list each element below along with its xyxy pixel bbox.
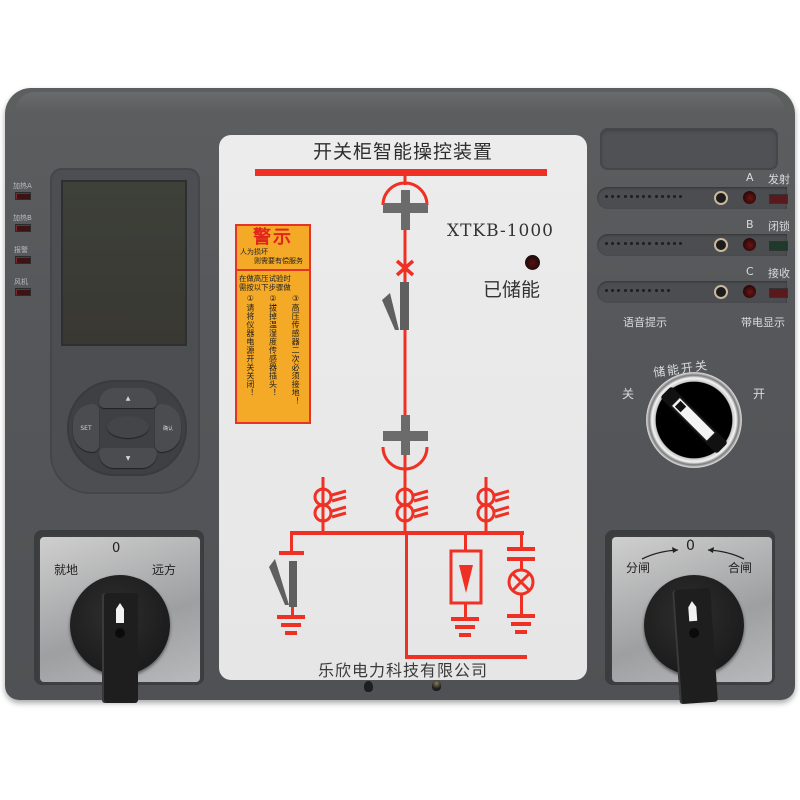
local-remote-handle[interactable] xyxy=(102,593,138,703)
phase-c-label: C xyxy=(746,265,754,278)
phase-b-label: B xyxy=(746,218,754,231)
signal-row-c xyxy=(597,281,788,303)
open-label: 分闸 xyxy=(626,561,651,575)
warning-step-3: ③高压传感器二次必须接地！ xyxy=(291,294,301,406)
led-label-fan: 风机 xyxy=(14,278,28,286)
lcd-screen xyxy=(61,180,187,346)
set-button[interactable]: SET xyxy=(73,404,99,452)
warning-step-1: ①请将仪器电源开关关闭！ xyxy=(245,294,255,397)
test-jack-a[interactable] xyxy=(714,191,728,205)
up-arrow-icon: ▲ xyxy=(125,394,131,402)
reset-screw-icon xyxy=(432,680,441,691)
switchgear-controller-device: 加热A 加热B 报警 风机 ▲ SET 确认 ▼ 开关柜智能操控装置 xyxy=(5,88,795,705)
live-display-label: 带电显示 xyxy=(741,316,785,329)
signal-row-b xyxy=(597,234,788,256)
speaker-grille-icon xyxy=(605,289,670,292)
stored-energy-led-icon xyxy=(525,255,540,270)
warning-body: 在做高压试验时 需按以下步骤做 ①请将仪器电源开关关闭！ ②拔掉温湿度传感器插头… xyxy=(237,271,309,406)
center-button[interactable] xyxy=(107,416,149,438)
current-transformer-icons xyxy=(313,477,510,533)
transmit-lamp-icon xyxy=(769,194,788,204)
led-label-heater-b: 加热B xyxy=(13,214,32,222)
fan-led-icon xyxy=(15,288,31,296)
speaker-grille-icon xyxy=(605,242,683,245)
breaker-blade-icon xyxy=(400,282,409,330)
stored-energy-label: 已储能 xyxy=(483,279,541,301)
warning-title: 警示 xyxy=(253,227,293,248)
transmit-label: 发射 xyxy=(768,173,790,186)
busbar-icon xyxy=(255,169,547,176)
rotation-arrows-icon xyxy=(641,547,745,560)
open-close-zero-label: 0 xyxy=(686,538,695,554)
open-close-switch[interactable]: 0 分闸 合闸 xyxy=(610,535,774,705)
warning-body-line2: 需按以下步骤做 xyxy=(239,283,291,292)
energy-switch-on-label: 开 xyxy=(753,387,766,401)
lockout-label: 闭锁 xyxy=(768,220,790,233)
confirm-button[interactable]: 确认 xyxy=(155,404,181,452)
local-label: 就地 xyxy=(54,563,79,577)
single-line-diagram xyxy=(255,169,547,659)
receive-label: 接收 xyxy=(768,267,790,280)
heater-b-led-icon xyxy=(15,224,31,232)
signal-row-a xyxy=(597,187,788,209)
led-label-alarm: 报警 xyxy=(14,246,28,254)
display-window xyxy=(600,128,778,170)
live-indicator-b-icon xyxy=(743,238,756,251)
manufacturer-name: 乐欣电力科技有限公司 xyxy=(317,661,488,680)
upper-contact-icon xyxy=(381,181,429,206)
voice-prompt-label: 语音提示 xyxy=(623,316,667,329)
confirm-label: 确认 xyxy=(162,425,173,432)
warning-subtitle: 人为损坏 则需要有偿服务 xyxy=(237,248,309,271)
live-indicator-a-icon xyxy=(743,191,756,204)
open-close-handle[interactable] xyxy=(672,587,718,705)
test-jack-b[interactable] xyxy=(714,238,728,252)
up-button[interactable]: ▲ xyxy=(99,388,157,408)
earthing-switch-icon xyxy=(289,561,297,607)
warning-subtitle-line1: 人为损坏 xyxy=(240,248,268,256)
knob-handle-icon xyxy=(661,387,727,453)
live-indicator-c-icon xyxy=(743,285,756,298)
local-remote-switch[interactable]: 0 就地 远方 xyxy=(38,535,202,703)
warning-body-line1: 在做高压试验时 xyxy=(239,274,291,283)
device-title: 开关柜智能操控装置 xyxy=(312,141,493,163)
test-jack-c[interactable] xyxy=(714,285,728,299)
lockout-lamp-icon xyxy=(769,241,788,251)
pointer-arrow-icon xyxy=(115,603,125,638)
warning-step-2: ②拔掉温湿度传感器插头！ xyxy=(268,294,278,397)
pointer-arrow-icon xyxy=(688,601,700,639)
energy-storage-knob[interactable] xyxy=(646,372,742,468)
alarm-led-icon xyxy=(15,256,31,264)
navigation-keypad: ▲ SET 确认 ▼ xyxy=(67,380,187,476)
local-remote-zero-label: 0 xyxy=(112,541,121,556)
remote-label: 远方 xyxy=(152,563,177,577)
mimic-diagram-panel: 开关柜智能操控装置 xyxy=(219,135,587,680)
close-label: 合闸 xyxy=(728,561,753,575)
phase-a-label: A xyxy=(746,171,754,184)
speaker-grille-icon xyxy=(605,195,683,198)
receive-lamp-icon xyxy=(769,288,788,298)
led-label-heater-a: 加热A xyxy=(13,182,32,190)
heater-a-led-icon xyxy=(15,192,31,200)
mounting-hole-icon xyxy=(364,681,373,692)
warning-subtitle-line2: 则需要有偿服务 xyxy=(254,257,303,265)
energy-switch-off-label: 关 xyxy=(622,387,635,401)
set-label: SET xyxy=(80,424,92,432)
down-button[interactable]: ▼ xyxy=(99,448,157,468)
model-number: XTKB-1000 xyxy=(447,221,554,241)
down-arrow-icon: ▼ xyxy=(125,454,131,462)
warning-label: 警示 人为损坏 则需要有偿服务 在做高压试验时 需按以下步骤做 ①请将仪器电源开… xyxy=(235,224,311,424)
